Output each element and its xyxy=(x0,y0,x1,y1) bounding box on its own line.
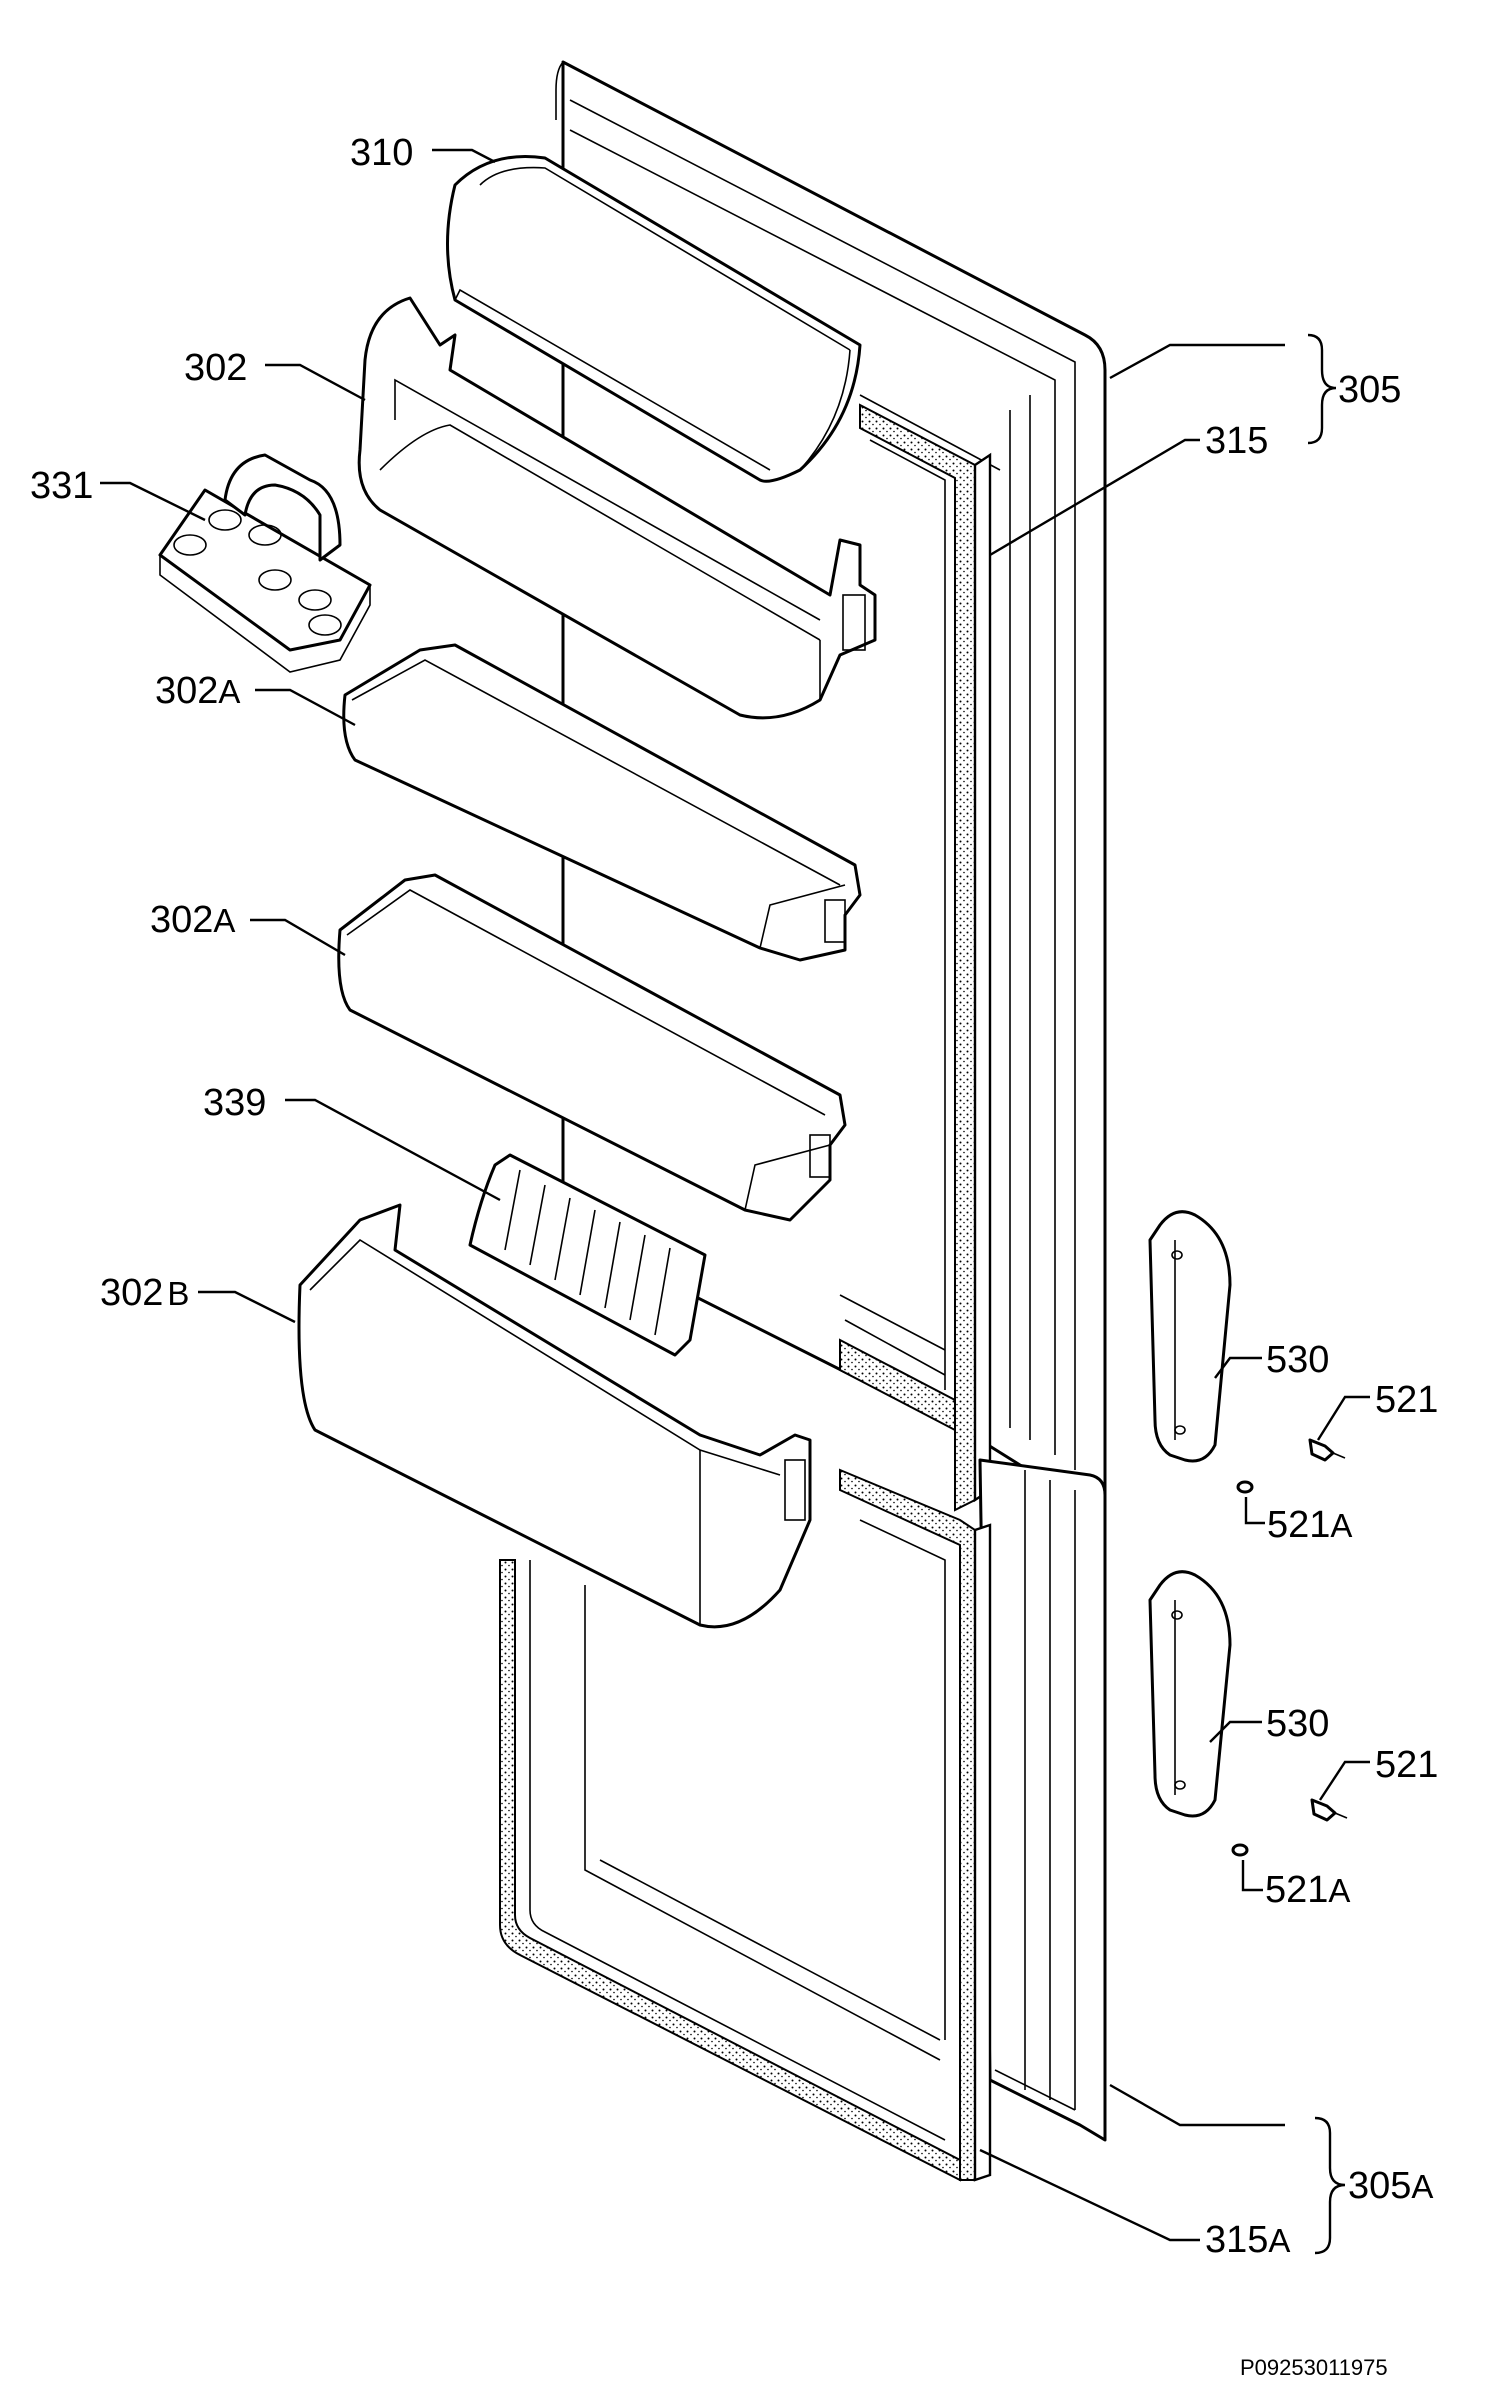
label-315a: 315A xyxy=(1205,2219,1290,2261)
label-530-lower: 530 xyxy=(1266,1703,1329,1745)
label-521-upper: 521 xyxy=(1375,1379,1438,1421)
door-shelf-302a-lower xyxy=(337,873,847,1222)
door-handle-530-lower xyxy=(1148,1570,1232,1818)
brace-305a xyxy=(1314,2116,1346,2255)
door-shelf-302a-upper xyxy=(342,643,862,962)
brace-305 xyxy=(1307,333,1337,445)
screw-521-lower xyxy=(1310,1798,1348,1822)
label-310: 310 xyxy=(350,132,413,174)
label-302a-upper: 302A xyxy=(155,670,240,712)
label-302a-lower: 302A xyxy=(150,899,235,941)
leader-lines xyxy=(100,148,1370,2242)
shelf-cover-310 xyxy=(446,155,862,483)
door-handle-530-upper xyxy=(1148,1210,1232,1463)
lower-door-panel xyxy=(978,1458,1107,2142)
label-530-upper: 530 xyxy=(1266,1339,1329,1381)
label-339: 339 xyxy=(203,1082,266,1124)
label-305a: 305A xyxy=(1348,2165,1433,2207)
door-shelf-302b xyxy=(297,1203,812,1629)
label-302: 302 xyxy=(184,347,247,389)
bottle-rack-339 xyxy=(468,1153,707,1357)
lower-door-gasket xyxy=(499,1468,992,2182)
label-521a-upper: 521A xyxy=(1267,1504,1352,1546)
egg-tray-331 xyxy=(158,453,372,673)
label-521-lower: 521 xyxy=(1375,1744,1438,1786)
label-315: 315 xyxy=(1205,420,1268,462)
label-305: 305 xyxy=(1338,369,1401,411)
label-331: 331 xyxy=(30,465,93,507)
screw-521-upper xyxy=(1308,1438,1346,1462)
cap-521a-lower xyxy=(1231,1843,1249,1857)
label-521a-lower: 521A xyxy=(1265,1869,1350,1911)
cap-521a-upper xyxy=(1236,1480,1254,1494)
door-shelf-302 xyxy=(357,296,877,720)
drawing-code: P09253011975 xyxy=(1240,2355,1388,2380)
